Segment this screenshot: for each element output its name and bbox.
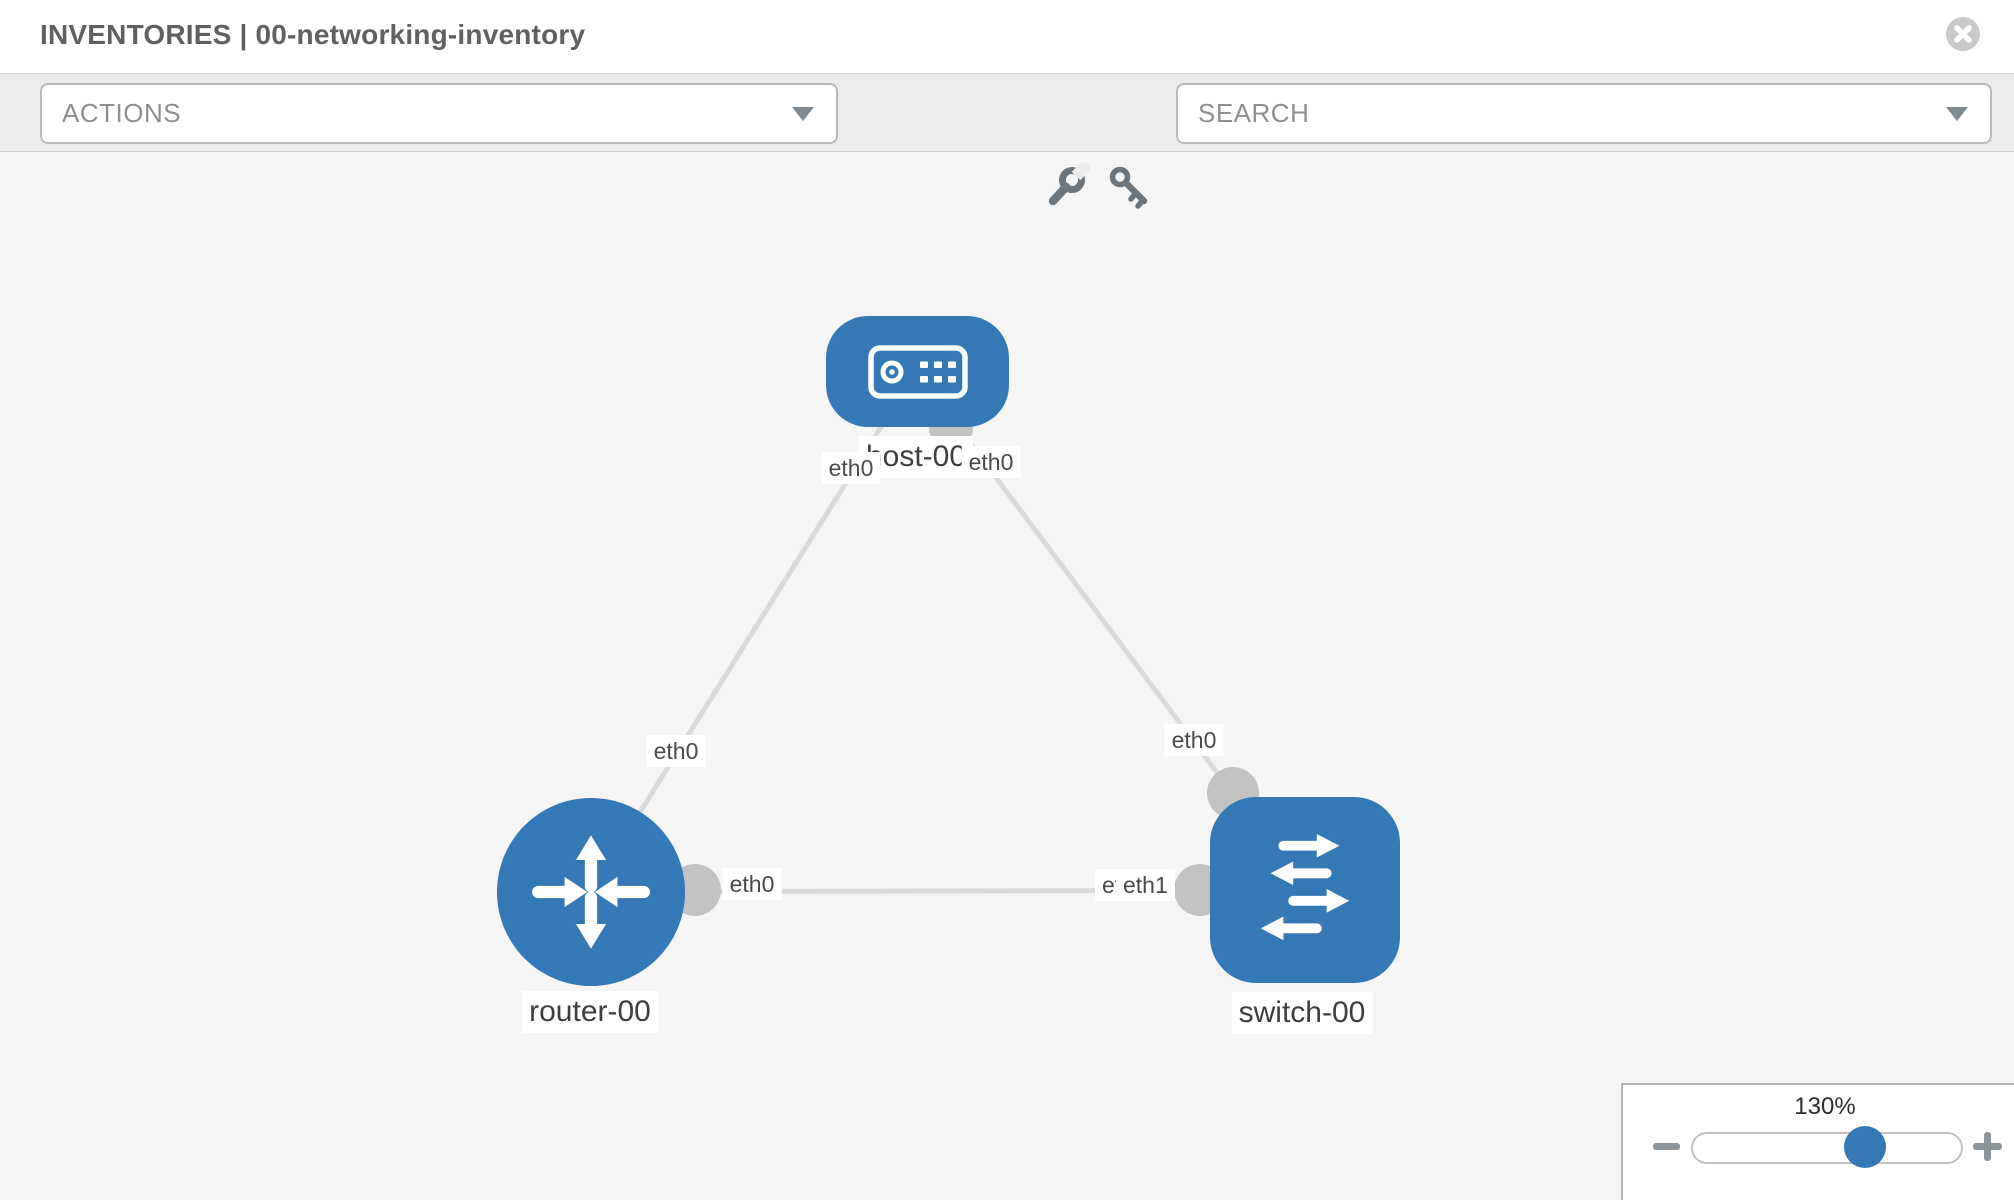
interface-label: eth0 bbox=[646, 735, 706, 767]
interface-label: eth0 bbox=[1164, 724, 1224, 756]
node-label: router-00 bbox=[522, 991, 658, 1033]
zoom-in-icon[interactable] bbox=[1984, 1132, 1991, 1161]
node-host-00[interactable] bbox=[826, 316, 1009, 427]
actions-dropdown[interactable]: ACTIONS bbox=[40, 83, 838, 144]
tools-button[interactable] bbox=[1040, 159, 1093, 213]
key-button[interactable] bbox=[1105, 163, 1155, 213]
host-icon bbox=[867, 344, 968, 399]
node-label: switch-00 bbox=[1231, 992, 1373, 1034]
chevron-down-icon bbox=[792, 107, 814, 121]
actions-dropdown-label: ACTIONS bbox=[62, 98, 182, 128]
search-placeholder: SEARCH bbox=[1198, 98, 1310, 128]
header-bar: INVENTORIES | 00-networking-inventory bbox=[0, 0, 2014, 74]
key-icon bbox=[1109, 166, 1148, 209]
zoom-control-panel: 130% bbox=[1621, 1083, 2014, 1200]
zoom-out-icon[interactable] bbox=[1653, 1143, 1680, 1150]
close-icon bbox=[1946, 17, 1980, 51]
router-icon bbox=[532, 835, 650, 949]
interface-label: eth0 bbox=[722, 868, 782, 900]
interface-label: eth0 bbox=[961, 446, 1021, 478]
toolbar: ACTIONS SEARCH bbox=[0, 74, 2014, 209]
search-dropdown[interactable]: SEARCH bbox=[1176, 83, 1992, 144]
switch-icon bbox=[1260, 833, 1350, 941]
chevron-down-icon bbox=[1946, 107, 1968, 121]
node-switch-00[interactable] bbox=[1210, 797, 1400, 983]
interface-label: eth1 bbox=[1116, 869, 1175, 901]
topology-links-layer bbox=[587, 369, 1308, 916]
zoom-slider-track[interactable] bbox=[1691, 1132, 1963, 1164]
close-button[interactable] bbox=[1946, 17, 1980, 51]
zoom-level-value: 130% bbox=[1794, 1093, 1856, 1120]
topology-canvas[interactable] bbox=[0, 152, 2014, 1200]
zoom-slider-thumb[interactable] bbox=[1844, 1126, 1886, 1168]
interface-label: eth0 bbox=[821, 452, 881, 484]
wrench-icon bbox=[1048, 159, 1093, 206]
node-router-00[interactable] bbox=[497, 798, 685, 986]
page-title: INVENTORIES | 00-networking-inventory bbox=[40, 19, 586, 50]
